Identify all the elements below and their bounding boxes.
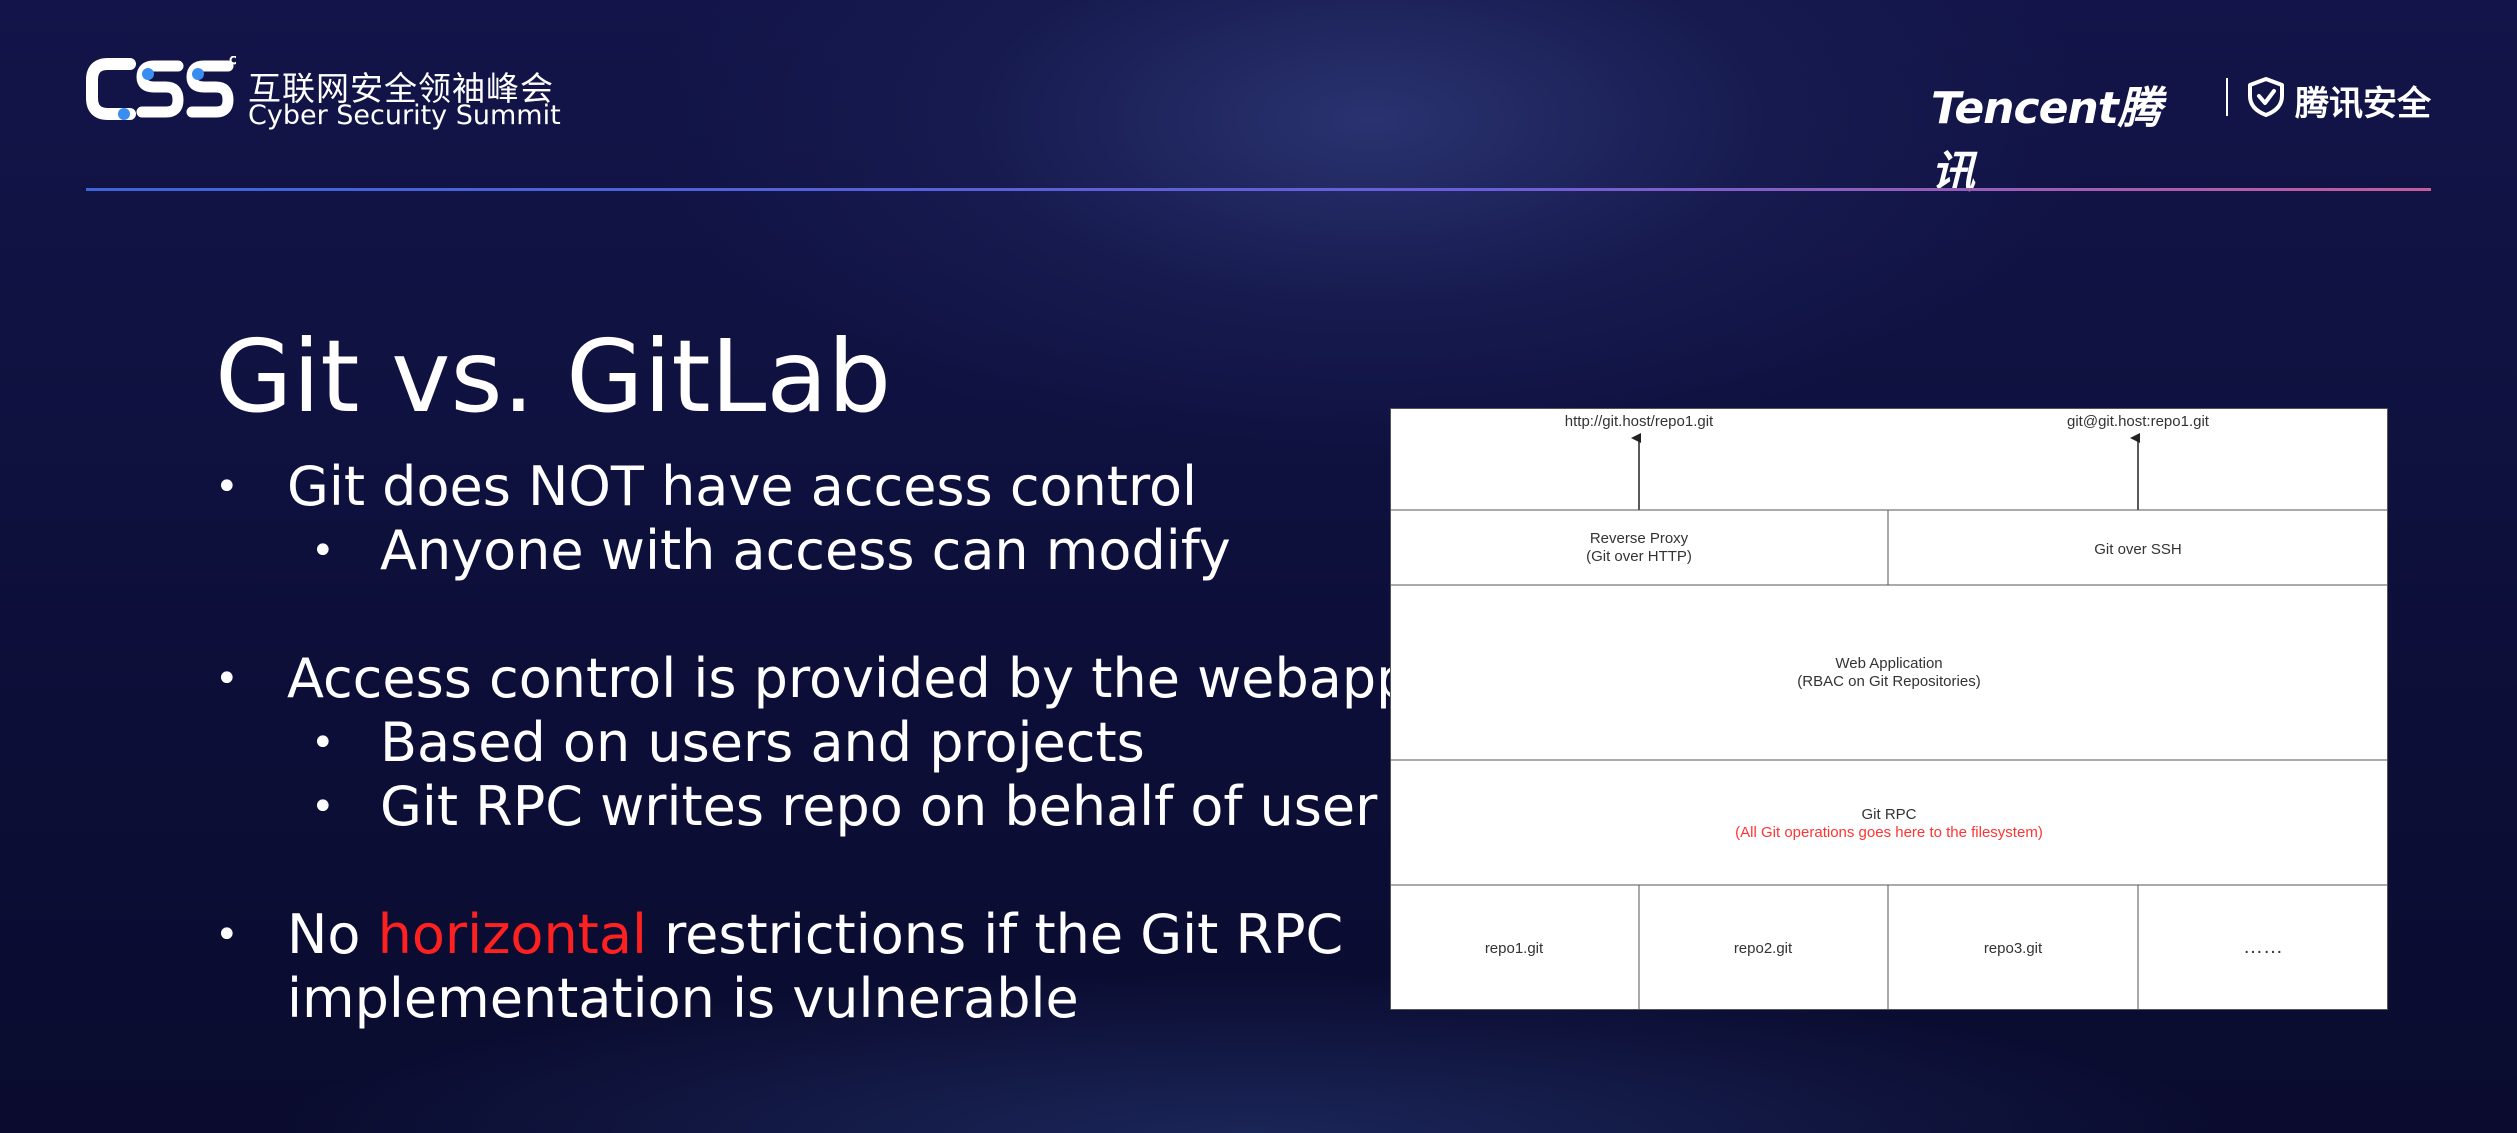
bullet-dot: • <box>215 464 239 510</box>
slide-title: Git vs. GitLab <box>215 318 892 435</box>
bullet-3: • No horizontal restrictions if the Git … <box>215 903 1375 967</box>
bullet-1-text: Git does NOT have access control <box>287 455 1198 518</box>
logo-separator <box>2226 78 2228 116</box>
tencent-brand-en: Tencent <box>1931 83 2119 134</box>
url-ssh: git@git.host:repo1.git <box>2067 413 2210 430</box>
bullet-gap <box>215 583 1375 647</box>
header-divider <box>86 188 2431 191</box>
diagram-background <box>1390 408 2388 1010</box>
bullet-3-line-2-text: implementation is vulnerable <box>287 967 1079 1030</box>
bullet-1-sub-1: • Anyone with access can modify <box>215 519 1375 583</box>
bullet-dot: • <box>215 912 239 958</box>
web-app-sublabel: (RBAC on Git Repositories) <box>1797 673 1980 690</box>
summit-en-name: Cyber Security Summit <box>248 100 561 131</box>
git-rpc-label: Git RPC <box>1861 806 1916 823</box>
bullet-gap <box>215 839 1375 903</box>
bullet-2-sub-2: • Git RPC writes repo on behalf of user <box>215 775 1378 839</box>
bullet-3-line-2: implementation is vulnerable <box>215 967 1375 1031</box>
bullet-2: • Access control is provided by the weba… <box>215 647 1410 711</box>
tencent-security: 腾讯安全 <box>2295 84 2431 124</box>
tencent-logo: Tencent腾讯 腾讯安全 <box>1931 72 2431 198</box>
repo-1-label: repo1.git <box>1485 940 1544 957</box>
summit-cn-name: 互联网安全领袖峰会 <box>248 69 554 108</box>
bullet-2-sub-1-text: Based on users and projects <box>380 711 1145 774</box>
url-http: http://git.host/repo1.git <box>1565 413 1714 430</box>
bullet-2-sub-1: • Based on users and projects <box>215 711 1375 775</box>
repo-3-label: repo3.git <box>1984 940 2043 957</box>
css-summit-logo: 互联网安全领袖峰会 Cyber Security Summit <box>86 48 566 138</box>
reverse-proxy-label: Reverse Proxy <box>1590 530 1689 547</box>
bullet-dot: • <box>311 784 335 830</box>
repo-2-label: repo2.git <box>1734 940 1793 957</box>
reverse-proxy-sublabel: (Git over HTTP) <box>1586 548 1692 565</box>
architecture-diagram: http://git.host/repo1.git git@git.host:r… <box>1390 408 2388 1010</box>
git-rpc-sublabel: (All Git operations goes here to the fil… <box>1735 824 2043 841</box>
bullet-list: • Git does NOT have access control • Any… <box>215 455 1410 1031</box>
tencent-brand: Tencent腾讯 <box>1931 72 2201 200</box>
bullet-dot: • <box>215 656 239 702</box>
web-app-label: Web Application <box>1835 655 1942 672</box>
bullet-3-post: restrictions if the Git RPC <box>646 903 1344 966</box>
bullet-3-pre: No <box>287 903 378 966</box>
shield-icon <box>2248 77 2284 117</box>
bullet-2-sub-2-text: Git RPC writes repo on behalf of user <box>380 775 1378 838</box>
bullet-1: • Git does NOT have access control <box>215 455 1375 519</box>
bullet-1-sub-1-text: Anyone with access can modify <box>380 519 1231 582</box>
git-over-ssh-label: Git over SSH <box>2094 541 2182 558</box>
bullet-dot: • <box>311 720 335 766</box>
bullet-3-highlight: horizontal <box>377 903 647 966</box>
css-logo-mark <box>86 56 236 120</box>
bullet-2-text: Access control is provided by the webapp <box>287 647 1411 710</box>
bullet-dot: • <box>311 528 335 574</box>
repo-more-label: …… <box>2243 936 2283 958</box>
